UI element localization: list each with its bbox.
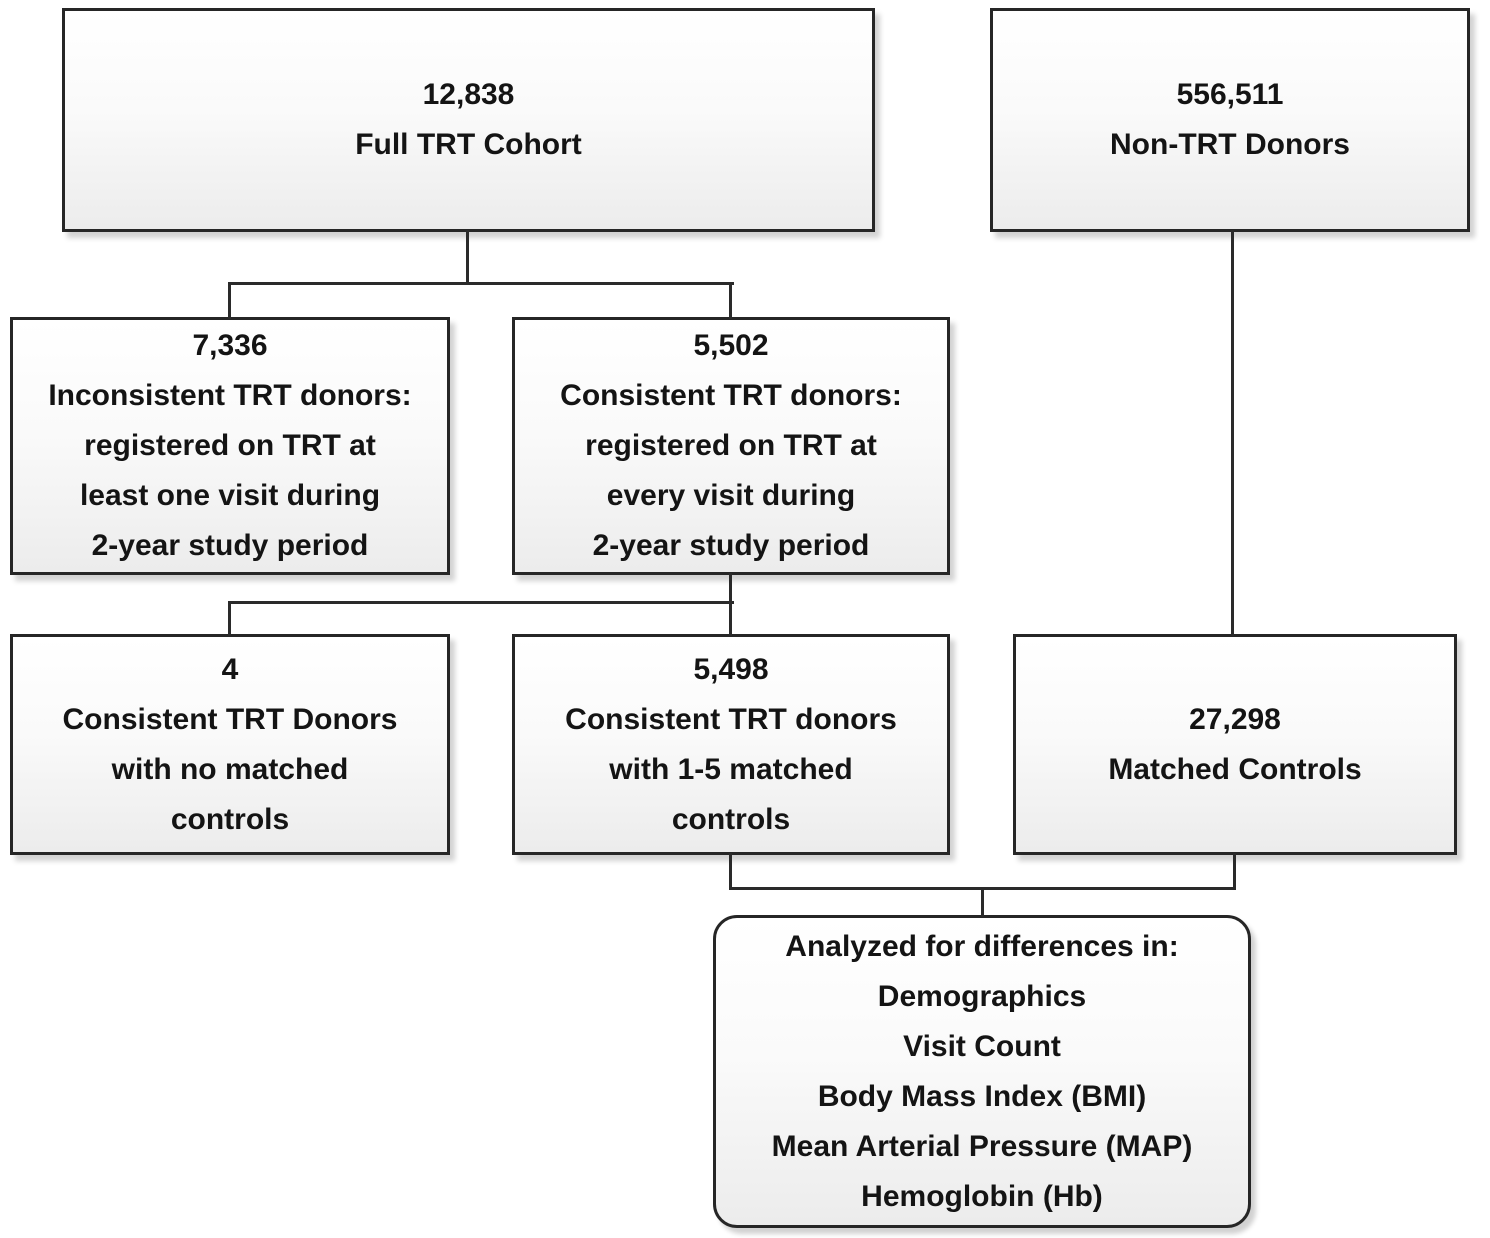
- box-matched-controls: 27,298 Matched Controls: [1013, 634, 1457, 855]
- connector-controls-down: [1233, 853, 1236, 890]
- box-label-line: Consistent TRT donors:: [560, 379, 902, 412]
- connector-to-inconsistent: [228, 282, 231, 319]
- connector-consistent-stem: [729, 573, 732, 636]
- analysis-item: Demographics: [877, 979, 1087, 1013]
- box-count: 5,502: [693, 329, 769, 362]
- box-non-trt-donors: 556,511 Non-TRT Donors: [990, 8, 1470, 232]
- connector-non-trt-to-matched: [1231, 230, 1234, 636]
- connector-cohort-branch-horizontal: [228, 282, 734, 285]
- analysis-item: Body Mass Index (BMI): [817, 1079, 1147, 1113]
- box-inconsistent-trt-donors: 7,336 Inconsistent TRT donors: registere…: [10, 317, 450, 575]
- box-count: 5,498: [693, 652, 769, 686]
- box-consistent-trt-donors: 5,502 Consistent TRT donors: registered …: [512, 317, 950, 575]
- box-label-line: Consistent TRT Donors: [62, 702, 398, 736]
- analysis-item: Mean Arterial Pressure (MAP): [771, 1129, 1193, 1163]
- analysis-item: Hemoglobin (Hb): [861, 1179, 1103, 1213]
- box-no-matched-controls: 4 Consistent TRT Donors with no matched …: [10, 634, 450, 855]
- box-1-5-matched-controls: 5,498 Consistent TRT donors with 1-5 mat…: [512, 634, 950, 855]
- box-label-line: with 1-5 matched: [609, 752, 853, 786]
- connector-matched15-down: [729, 853, 732, 890]
- connector-to-no-matched: [228, 601, 231, 636]
- box-label: Non-TRT Donors: [1110, 128, 1350, 161]
- box-label: Matched Controls: [1108, 752, 1362, 786]
- box-label-line: Consistent TRT donors: [565, 702, 897, 736]
- box-label-line: with no matched: [111, 752, 349, 786]
- box-label: Full TRT Cohort: [355, 128, 582, 161]
- connector-cohort-stem: [466, 230, 469, 285]
- box-count: 27,298: [1189, 702, 1281, 736]
- connector-to-analysis: [981, 887, 984, 917]
- connector-to-consistent: [729, 282, 732, 319]
- box-label-line: 2-year study period: [592, 529, 870, 562]
- box-analysis: Analyzed for differences in: Demographic…: [713, 915, 1251, 1228]
- box-label-line: every visit during: [606, 479, 856, 512]
- box-label-line: registered on TRT at: [585, 429, 877, 462]
- box-label-line: controls: [671, 802, 791, 836]
- analysis-item: Visit Count: [903, 1029, 1061, 1063]
- box-full-trt-cohort: 12,838 Full TRT Cohort: [62, 8, 875, 232]
- connector-consistent-branch-horizontal: [228, 601, 734, 604]
- box-count: 4: [221, 652, 239, 686]
- box-count: 7,336: [192, 329, 268, 362]
- box-count: 12,838: [422, 78, 515, 111]
- box-label-line: 2-year study period: [91, 529, 369, 562]
- box-label-line: Inconsistent TRT donors:: [48, 379, 412, 412]
- analysis-title: Analyzed for differences in:: [785, 929, 1179, 963]
- box-count: 556,511: [1176, 78, 1284, 111]
- box-label-line: least one visit during: [79, 479, 381, 512]
- box-label-line: registered on TRT at: [84, 429, 376, 462]
- box-label-line: controls: [170, 802, 290, 836]
